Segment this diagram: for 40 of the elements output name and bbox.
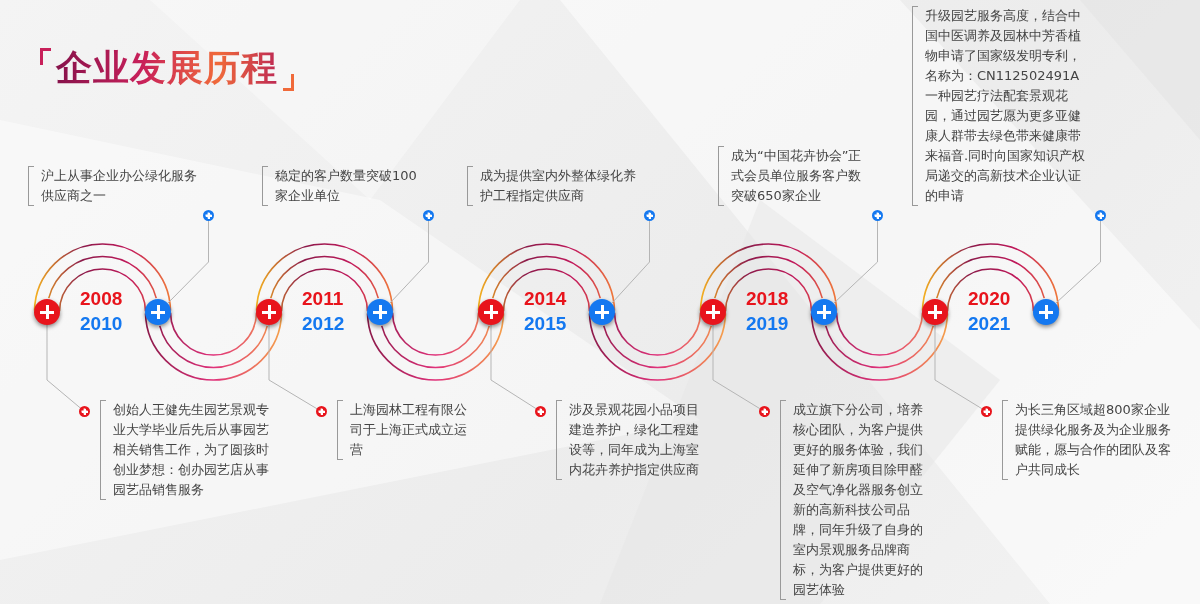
milestone-text: 稳定的客户数量突破100家企业单位 [262,166,420,206]
milestone-text: 为长三角区域超800家企业提供绿化服务及为企业服务赋能，愿与合作的团队及客户共同成长 [1002,400,1180,480]
milestone-text: 沪上从事企业办公绿化服务供应商之一 [28,166,206,206]
leader-line [1055,209,1107,304]
plus-marker [367,299,393,325]
plus-marker [256,299,282,325]
year-label: 2018 [746,288,789,310]
plus-marker [922,299,948,325]
year-label: 2008 [80,288,123,310]
milestone-text: 涉及景观花园小品项目建造养护，绿化工程建设等，同年成为上海室内花卉养护指定供应商 [556,400,704,480]
milestone-text: 创始人王健先生园艺景观专业大学毕业后先后从事园艺相关销售工作，为了圆孩时创业梦想：创办园艺店从事园艺品销售服务 [100,400,273,500]
plus-marker [700,299,726,325]
milestone-text: 上海园林工程有限公司于上海正式成立运营 [337,400,475,460]
year-label: 2011 [302,288,344,310]
plus-marker [34,299,60,325]
milestone-text: 成为“中国花卉协会”正式会员单位服务客户数突破650家企业 [718,146,866,206]
leader-line [611,209,656,304]
year-label: 2012 [302,313,345,335]
leader-line [934,324,993,418]
year-label: 2019 [746,313,789,335]
year-label: 2015 [524,313,567,335]
leader-line [268,324,328,418]
plus-marker [1033,299,1059,325]
leader-line [490,324,547,418]
milestone-text: 升级园艺服务高度，结合中国中医调养及园林中芳香植物申请了国家级发明专利，名称为：CN112502491A一种园艺疗法配套景观花园，通过园艺愿为更多亚健康人群带去绿色带来健康带来福音.同时向国家知识产权局递交的高新技术企业认证的申请 [912,6,1090,206]
plus-marker [811,299,837,325]
leader-line [833,209,884,304]
leader-line [46,324,91,418]
year-label: 2021 [968,313,1011,335]
year-label: 2014 [524,288,567,310]
plus-marker [478,299,504,325]
leader-line [389,209,435,304]
year-label: 2020 [968,288,1011,310]
plus-marker [589,299,615,325]
leader-line [167,209,215,304]
milestone-text: 成为提供室内外整体绿化养护工程指定供应商 [467,166,645,206]
year-label: 2010 [80,313,123,335]
leader-line [712,324,771,418]
plus-marker [145,299,171,325]
milestone-text: 成立旗下分公司，培养核心团队，为客户提供更好的服务体验，我们延伸了新房项目除甲醛及空气净化器服务创立新的高新科技公司品牌，同年升级了自身的室内景观服务品牌商标，为客户提供更好的园艺体验 [780,400,933,600]
